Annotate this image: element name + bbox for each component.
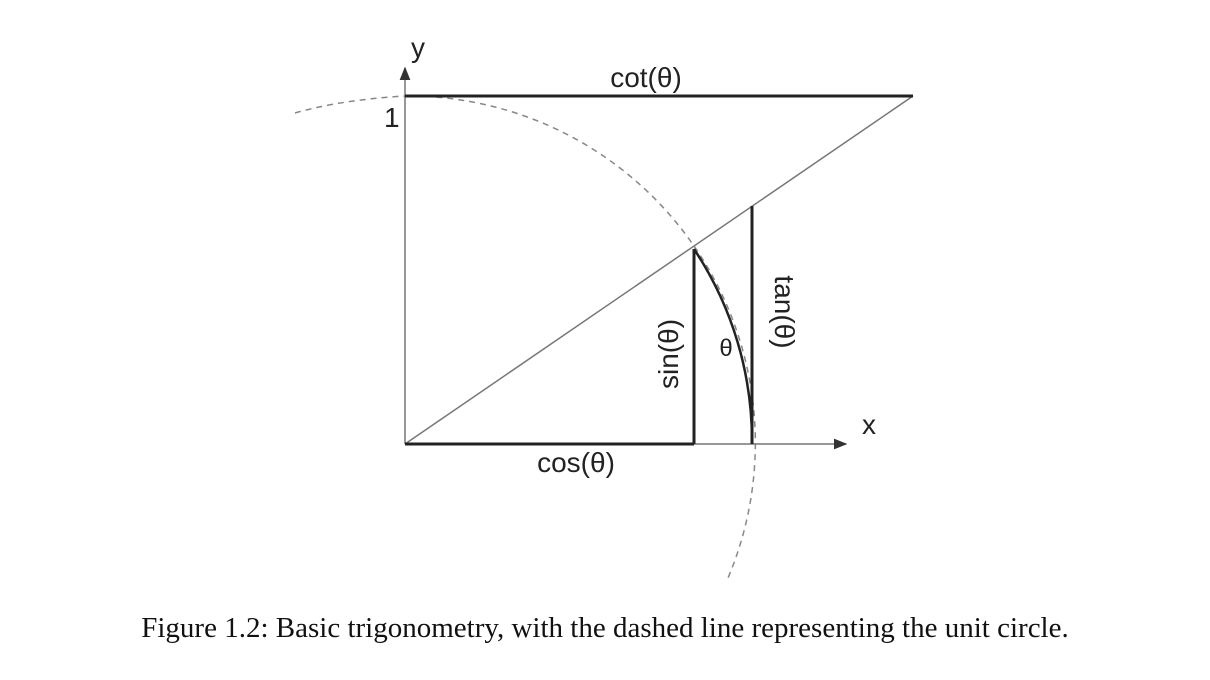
sin-label: sin(θ) bbox=[653, 319, 684, 389]
cot-label: cot(θ) bbox=[610, 62, 682, 93]
cos-label: cos(θ) bbox=[537, 447, 615, 478]
x-axis-label: x bbox=[862, 409, 876, 440]
tan-label: tan(θ) bbox=[769, 275, 800, 348]
radius-line bbox=[404, 95, 914, 445]
theta-label: θ bbox=[719, 335, 732, 362]
unit-circle-dashed bbox=[294, 95, 757, 579]
figure-caption: Figure 1.2: Basic trigonometry, with the… bbox=[141, 612, 1069, 644]
theta-arc bbox=[692, 248, 754, 445]
unit-circle-diagram: y x 1 cot(θ) cos(θ) sin(θ) tan(θ) θ bbox=[294, 32, 914, 579]
y-tick-label-one: 1 bbox=[384, 102, 400, 133]
y-axis-label: y bbox=[411, 32, 425, 63]
